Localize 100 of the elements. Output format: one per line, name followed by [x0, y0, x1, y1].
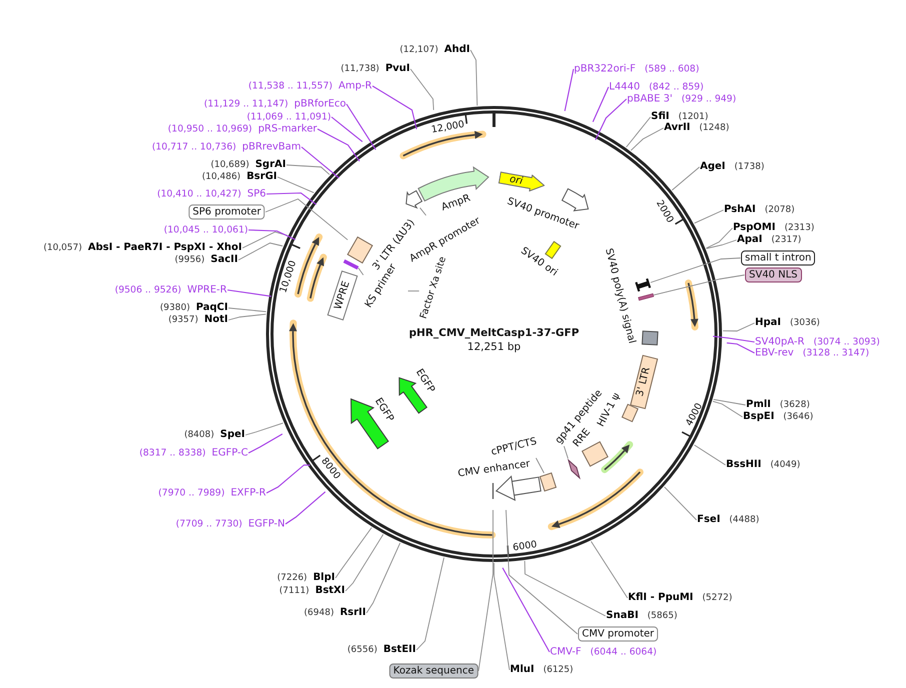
leader-line	[630, 128, 664, 151]
primer-bar	[343, 259, 359, 270]
restriction-site-label: HpaI (3036)	[755, 317, 820, 329]
leader-line	[301, 146, 340, 178]
leader-line	[726, 342, 755, 354]
leader-line	[285, 491, 326, 524]
primer-label: pBABE 3' (929 .. 949)	[627, 93, 736, 105]
leader-line	[706, 240, 737, 249]
restriction-site-label: (9956) SacII	[174, 254, 238, 266]
primer-label: (10,950 .. 10,969) pRS-marker	[168, 123, 317, 135]
leader-line	[712, 336, 755, 343]
feature-block: ori	[498, 168, 546, 194]
restriction-site-label: BssHII (4049)	[726, 459, 800, 471]
feature-block	[495, 475, 542, 502]
primer-label: (11,129 .. 11,147) pBRforEco	[204, 98, 346, 110]
feature-box: 3' LTR	[630, 354, 658, 410]
leader-line	[478, 510, 494, 672]
feature-tag: SV40 NLS	[745, 268, 802, 282]
leader-line	[595, 98, 627, 140]
restriction-site-label: (9380) PaqCI	[160, 302, 228, 314]
leader-line	[335, 527, 372, 578]
restriction-site-label: (7111) BstXI	[279, 585, 345, 597]
leader-line	[653, 274, 745, 296]
leader-line	[227, 289, 272, 297]
leader-line	[494, 562, 510, 670]
restriction-site-label: FseI (4488)	[697, 514, 760, 526]
leader-line	[420, 207, 426, 216]
leader-line	[317, 128, 360, 162]
primer-label: SV40pA-R (3074 .. 3093)	[755, 336, 880, 348]
leader-line	[506, 510, 578, 634]
restriction-site-label: AvrII (1248)	[664, 122, 730, 134]
feature-label: AmpR	[440, 192, 472, 214]
restriction-site-label: (12,107) AhdI	[400, 44, 470, 56]
leader-line	[266, 192, 317, 205]
feature-bar	[635, 278, 651, 292]
primer-label: pBR322ori-F (589 .. 608)	[574, 63, 700, 75]
primer-label: (10,410 .. 10,427) SP6	[157, 188, 266, 200]
leader-line	[694, 444, 726, 466]
leader-line	[248, 229, 296, 240]
feature-box	[621, 404, 639, 422]
primer-label: EBV-rev (3128 .. 3147)	[755, 347, 870, 359]
restriction-site-label: KflI - PpuMI (5272)	[628, 592, 732, 604]
leader-line	[331, 116, 363, 142]
restriction-site-label: PshAI (2078)	[724, 204, 795, 216]
restriction-site-label: AgeI (1738)	[700, 161, 764, 173]
feature-box: WPRE	[326, 270, 358, 320]
leader-line	[366, 542, 401, 614]
restriction-site-label: PspOMI (2313)	[733, 222, 814, 234]
leader-line	[410, 68, 434, 110]
tick-label: 10,000	[278, 260, 299, 295]
leader-line	[590, 540, 628, 598]
leader-line	[345, 534, 384, 592]
primer-label: (10,045 .. 10,061)	[164, 224, 248, 236]
restriction-site-label: (10,486) BsrGI	[202, 171, 277, 183]
restriction-site-label: (9357) NotI	[168, 314, 228, 326]
plasmid-size: 12,251 bp	[467, 342, 521, 354]
leader-line	[502, 568, 550, 652]
leader-line	[277, 176, 314, 194]
leader-line	[592, 86, 609, 122]
feature-tag: Kozak sequence	[389, 664, 478, 678]
leader-line	[372, 86, 418, 130]
leader-line	[228, 308, 267, 312]
restriction-site-label: SnaBI (5865)	[606, 610, 678, 622]
leader-line	[265, 198, 348, 240]
leader-line	[228, 314, 266, 320]
leader-line	[712, 400, 743, 418]
restriction-site-label: SfiI (1201)	[651, 111, 708, 123]
restriction-site-label: BspEI (3646)	[743, 411, 814, 423]
leader-line	[650, 258, 741, 283]
feature-label: Factor Xa site	[419, 256, 449, 320]
leader-line	[248, 434, 283, 454]
primer-label: CMV-F (6044 .. 6064)	[550, 646, 657, 658]
restriction-site-label: ApaI (2317)	[737, 234, 802, 246]
feature-tag: CMV promoter	[578, 626, 658, 642]
feature-box	[642, 330, 658, 346]
restriction-site-label: MluI (6125)	[510, 664, 574, 676]
feature-bar	[638, 293, 654, 301]
feature-tag: small t intron	[741, 250, 816, 266]
leader-line	[358, 268, 364, 276]
primer-label: (7709 .. 7730) EGFP-N	[176, 518, 285, 530]
leader-line	[416, 557, 444, 650]
leader-line	[536, 458, 544, 474]
feature-label: CMV enhancer	[457, 458, 531, 480]
leader-line	[694, 210, 724, 224]
restriction-site-label: (6556) BstEII	[347, 644, 416, 656]
leader-line	[266, 464, 310, 494]
leader-line	[626, 116, 651, 148]
leader-line	[564, 68, 574, 112]
leader-line	[672, 166, 700, 191]
leader-line	[713, 398, 746, 406]
leader-line	[245, 422, 284, 436]
leader-line	[286, 164, 330, 176]
primer-label: (7970 .. 7989) EXFP-R	[158, 487, 266, 499]
leader-line	[664, 486, 697, 520]
leader-line	[722, 322, 755, 332]
leader-line	[346, 104, 376, 150]
leader-line	[470, 50, 478, 106]
leader-line	[564, 446, 568, 459]
primer-label: (8317 .. 8338) EGFP-C	[139, 447, 248, 459]
leader-line	[238, 242, 284, 260]
